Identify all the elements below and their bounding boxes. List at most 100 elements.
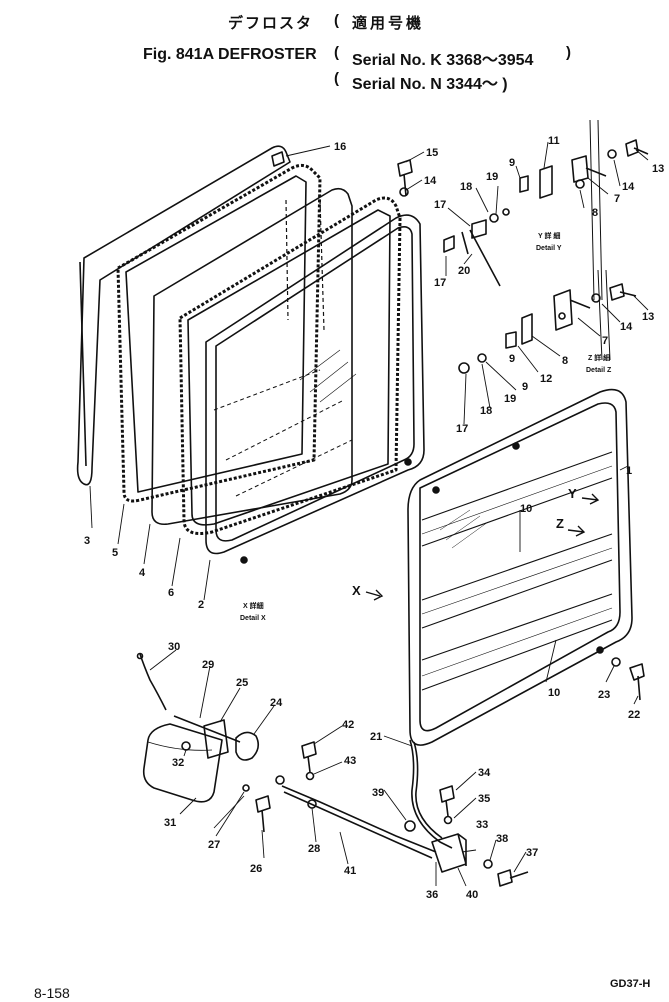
window-frame-part-1 xyxy=(407,388,633,746)
open-paren-3: ( xyxy=(334,70,339,87)
open-paren-1: ( xyxy=(334,12,339,29)
callout-7-detail-y: 7 xyxy=(614,193,620,205)
callout-19-a: 19 xyxy=(486,171,498,183)
callout-5: 5 xyxy=(112,547,118,559)
bolt-part-34 xyxy=(439,785,455,817)
view-label-y: Y xyxy=(568,486,577,501)
bolt-part-22 xyxy=(629,663,645,701)
bolt-part-26 xyxy=(255,795,271,833)
callout-36: 36 xyxy=(426,889,438,901)
serial-range-1: Serial No. K 3368～3954 xyxy=(352,52,534,69)
callout-22: 22 xyxy=(628,709,640,721)
washer-part-43 xyxy=(305,771,315,781)
valve-part-33 xyxy=(431,833,467,873)
washer-part-23 xyxy=(611,657,621,667)
callout-42: 42 xyxy=(342,719,354,731)
callout-14-b: 14 xyxy=(622,181,635,193)
model-code: GD37-H xyxy=(610,978,651,990)
callout-14-a: 14 xyxy=(424,175,437,187)
tank-part-31 xyxy=(142,723,223,803)
callout-14-c: 14 xyxy=(620,321,633,333)
callout-37: 37 xyxy=(526,847,538,859)
callout-16: 16 xyxy=(334,141,346,153)
detail-y-jp: Y 詳 細 xyxy=(538,231,560,240)
callout-7-detail-z: 7 xyxy=(602,335,608,347)
callout-9-c: 9 xyxy=(509,353,515,365)
view-label-x: X xyxy=(352,583,361,598)
glass-part-4 xyxy=(151,187,353,526)
callout-35: 35 xyxy=(478,793,490,805)
detail-y-caption: Detail Y xyxy=(536,245,562,252)
callout-25: 25 xyxy=(236,677,248,689)
seal-part-6 xyxy=(178,196,402,535)
callout-8-detail-z: 8 xyxy=(562,355,568,367)
callout-34: 34 xyxy=(478,767,491,779)
callout-17-a: 17 xyxy=(434,199,446,211)
callout-31: 31 xyxy=(164,817,176,829)
callout-2: 2 xyxy=(198,599,204,611)
callout-20: 20 xyxy=(458,265,470,277)
washer-part-35 xyxy=(443,815,453,825)
callout-28: 28 xyxy=(308,843,320,855)
callout-9-a: 9 xyxy=(509,157,515,169)
bracket-part-25 xyxy=(203,719,229,759)
frame-part-2 xyxy=(205,214,425,555)
view-arrow-y xyxy=(581,493,600,505)
tube-part-41 xyxy=(281,785,437,859)
callout-27: 27 xyxy=(208,839,220,851)
bolt-part-15 xyxy=(397,159,413,197)
callout-41: 41 xyxy=(344,865,356,877)
callout-21: 21 xyxy=(370,731,382,743)
callout-29: 29 xyxy=(202,659,214,671)
callout-13-a: 13 xyxy=(652,163,664,175)
close-paren-1: ) xyxy=(566,44,571,61)
callout-18-b: 18 xyxy=(480,405,492,417)
callout-24: 24 xyxy=(270,697,283,709)
view-arrow-z xyxy=(567,525,586,537)
callout-32: 32 xyxy=(172,757,184,769)
figure-title: Fig. 841A DEFROSTER xyxy=(143,46,317,63)
callout-1: 1 xyxy=(626,465,632,477)
callout-12: 12 xyxy=(540,373,552,385)
callout-4: 4 xyxy=(139,567,146,579)
detail-x-caption: Detail X xyxy=(240,615,266,622)
page-number: 8-158 xyxy=(34,985,70,1001)
part-callouts: 1 2 3 4 5 6 7 7 8 8 9 9 9 10 10 11 12 13… xyxy=(84,135,664,901)
callout-10-b: 10 xyxy=(548,687,560,699)
serial-range-2: Serial No. N 3344～ ) xyxy=(352,76,508,93)
view-arrow-x xyxy=(365,589,384,601)
callout-23: 23 xyxy=(598,689,610,701)
callout-15: 15 xyxy=(426,147,438,159)
seal-outer-part-3 xyxy=(76,145,291,486)
callout-17-c: 17 xyxy=(456,423,468,435)
callout-38: 38 xyxy=(496,833,508,845)
callout-26: 26 xyxy=(250,863,262,875)
callout-10-a: 10 xyxy=(520,503,532,515)
callout-9-b: 9 xyxy=(522,381,528,393)
view-label-z: Z xyxy=(556,516,564,531)
callout-30: 30 xyxy=(168,641,180,653)
washer-part-38 xyxy=(483,859,493,869)
rubber-seal-part-5 xyxy=(116,163,322,503)
bolt-part-37 xyxy=(497,869,529,887)
rod-part-29 xyxy=(173,715,241,743)
detail-z-caption: Detail Z xyxy=(586,367,612,374)
callout-11: 11 xyxy=(548,135,560,147)
callout-33: 33 xyxy=(476,819,488,831)
callout-39: 39 xyxy=(372,787,384,799)
grommet-part-39 xyxy=(404,820,416,832)
callout-18-a: 18 xyxy=(460,181,472,193)
callout-40: 40 xyxy=(466,889,478,901)
japanese-title: デフロスタ xyxy=(228,15,314,32)
applicable-machines-label: 適用号機 xyxy=(352,15,425,32)
bolt-part-42 xyxy=(301,741,317,773)
callout-6: 6 xyxy=(168,587,174,599)
open-paren-2: ( xyxy=(334,44,339,61)
knob-part-24 xyxy=(235,731,260,761)
callout-43: 43 xyxy=(344,755,356,767)
detail-z-jp: Z 詳 細 xyxy=(588,353,610,362)
hose-part-21 xyxy=(409,739,453,849)
louver-slats-part-10 xyxy=(421,451,613,691)
hinge-bracket-detail-y xyxy=(571,155,607,183)
